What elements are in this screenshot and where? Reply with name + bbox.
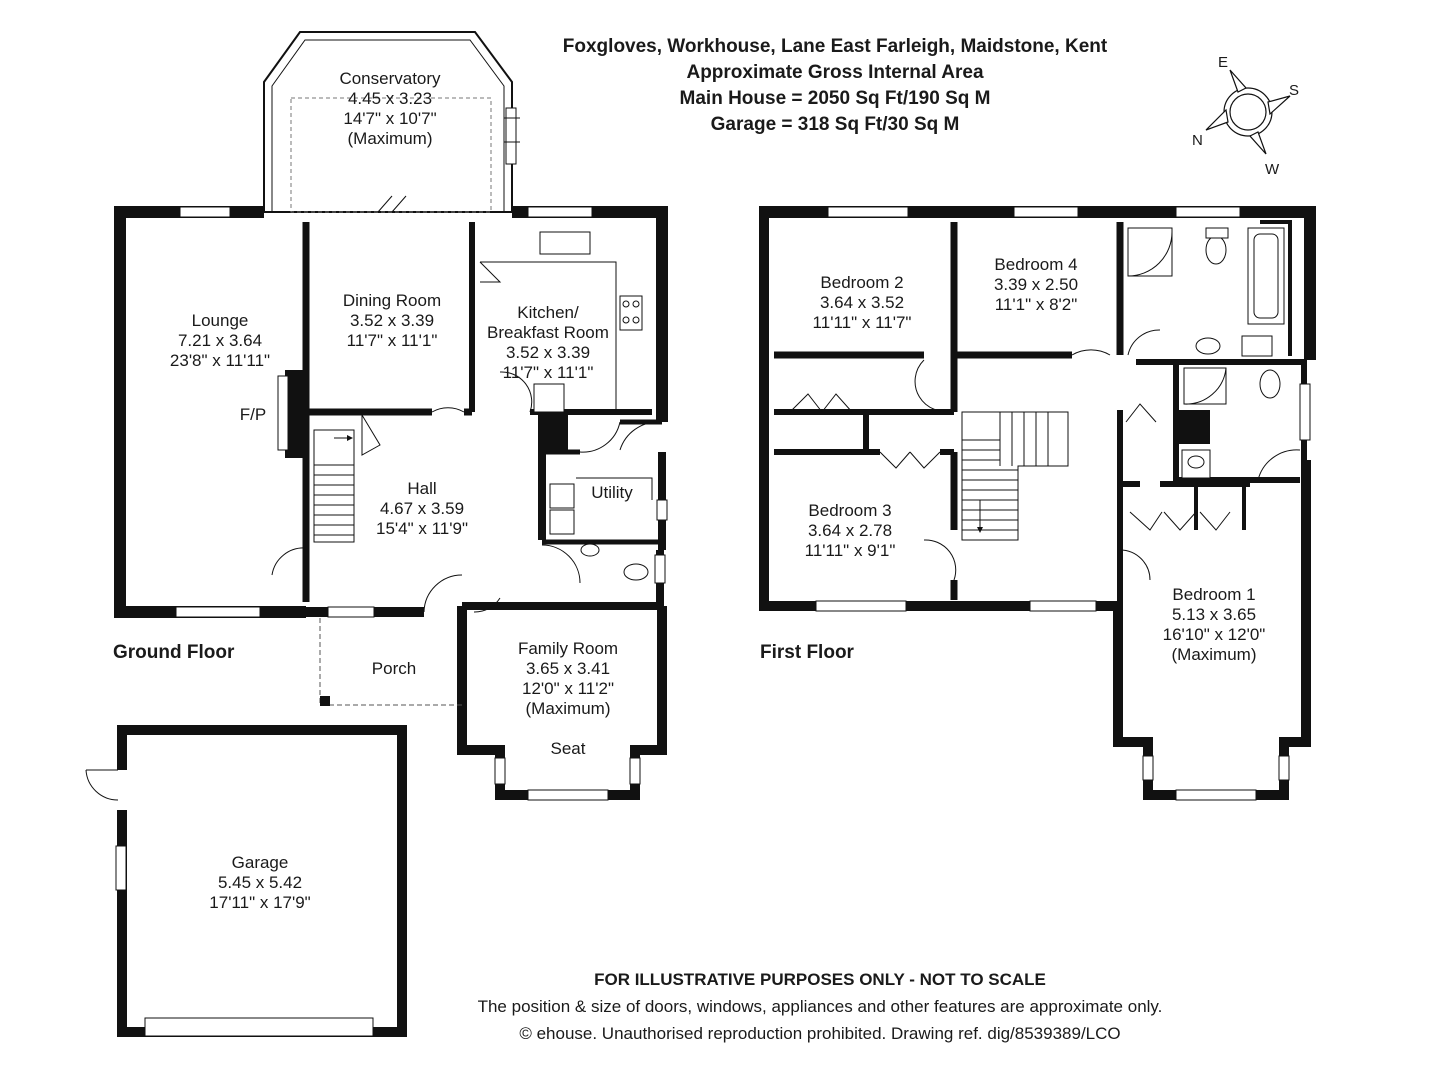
compass-icon: E S W N (1192, 54, 1299, 178)
family-metric: 3.65 x 3.41 (526, 659, 610, 678)
first-stairs (961, 411, 1069, 541)
compass-e-label: E (1218, 54, 1228, 71)
first-floor-windows (815, 206, 1311, 801)
conservatory-metric: 4.45 x 3.23 (348, 89, 432, 108)
bedroom2-imperial: 11'11" x 11'7" (813, 313, 912, 332)
bedroom4-imperial: 11'1" x 8'2" (995, 295, 1078, 314)
first-door-swings (789, 329, 1301, 581)
dining-metric: 3.52 x 3.39 (350, 311, 434, 330)
hall-metric: 4.67 x 3.59 (380, 499, 464, 518)
conservatory-outline (263, 31, 517, 213)
plan-header: Foxgloves, Workhouse, Lane East Farleigh… (480, 34, 1190, 138)
bedroom2-name: Bedroom 2 (820, 273, 903, 292)
kitchen-name2: Breakfast Room (487, 323, 609, 342)
garage-name: Garage (232, 853, 289, 872)
conservatory-name: Conservatory (339, 69, 441, 88)
first-floor-plan (759, 206, 1316, 801)
kitchen-fixtures (479, 231, 653, 581)
porch-outline (319, 618, 462, 706)
bedroom4-metric: 3.39 x 2.50 (994, 275, 1078, 294)
garage-metric: 5.45 x 5.42 (218, 873, 302, 892)
ground-floor-windows (175, 206, 668, 801)
bathroom-fixtures (1127, 227, 1285, 479)
first-floor-walls (759, 206, 1316, 800)
compass-n-label: N (1192, 132, 1203, 149)
family-name: Family Room (518, 639, 618, 658)
family-note: (Maximum) (526, 699, 611, 718)
bedroom4-name: Bedroom 4 (994, 255, 1077, 274)
dining-imperial: 11'7" x 11'1" (347, 331, 438, 350)
bedroom2-metric: 3.64 x 3.52 (820, 293, 904, 312)
bedroom3-imperial: 11'11" x 9'1" (805, 541, 896, 560)
plan-footer: FOR ILLUSTRATIVE PURPOSES ONLY - NOT TO … (380, 966, 1260, 1047)
garage-area: Garage = 318 Sq Ft/30 Sq M (710, 114, 960, 135)
bedroom1-metric: 5.13 x 3.65 (1172, 605, 1256, 624)
disclaimer-text: FOR ILLUSTRATIVE PURPOSES ONLY - NOT TO … (594, 970, 1046, 989)
approximate-note: The position & size of doors, windows, a… (477, 997, 1163, 1016)
ground-floor-title: Ground Floor (113, 642, 235, 663)
copyright-text: © ehouse. Unauthorised reproduction proh… (519, 1024, 1121, 1043)
bedroom1-imperial: 16'10" x 12'0" (1163, 625, 1266, 644)
ground-stairs (313, 429, 355, 543)
utility-label: Utility (591, 483, 633, 502)
compass-s-label: S (1289, 82, 1299, 99)
hall-imperial: 15'4" x 11'9" (376, 519, 468, 538)
conservatory-imperial: 14'7" x 10'7" (343, 109, 436, 128)
kitchen-metric: 3.52 x 3.39 (506, 343, 590, 362)
fireplace-label: F/P (240, 405, 266, 424)
bedroom3-name: Bedroom 3 (808, 501, 891, 520)
compass-w-label: W (1265, 161, 1280, 178)
hall-name: Hall (407, 479, 436, 498)
garage-imperial: 17'11" x 17'9" (209, 893, 310, 912)
conservatory-note: (Maximum) (348, 129, 433, 148)
lounge-metric: 7.21 x 3.64 (178, 331, 262, 350)
lounge-imperial: 23'8" x 11'11" (170, 351, 270, 370)
bedroom3-metric: 3.64 x 2.78 (808, 521, 892, 540)
bedroom1-note: (Maximum) (1172, 645, 1257, 664)
dining-name: Dining Room (343, 291, 441, 310)
lounge-name: Lounge (192, 311, 249, 330)
main-house-area: Main House = 2050 Sq Ft/190 Sq M (679, 88, 991, 109)
room-labels: Conservatory 4.45 x 3.23 14'7" x 10'7" (… (170, 69, 1265, 912)
porch-label: Porch (372, 659, 416, 678)
first-floor-title: First Floor (760, 642, 855, 663)
seat-label: Seat (551, 739, 586, 758)
area-title: Approximate Gross Internal Area (686, 62, 984, 83)
kitchen-imperial: 11'7" x 11'1" (503, 363, 594, 382)
bedroom1-name: Bedroom 1 (1172, 585, 1255, 604)
property-address: Foxgloves, Workhouse, Lane East Farleigh… (562, 36, 1108, 57)
family-imperial: 12'0" x 11'2" (522, 679, 614, 698)
ground-door-swings (85, 117, 661, 801)
kitchen-name: Kitchen/ (517, 303, 579, 322)
garage-outline (115, 725, 407, 1037)
ground-floor-plan (85, 31, 668, 1037)
